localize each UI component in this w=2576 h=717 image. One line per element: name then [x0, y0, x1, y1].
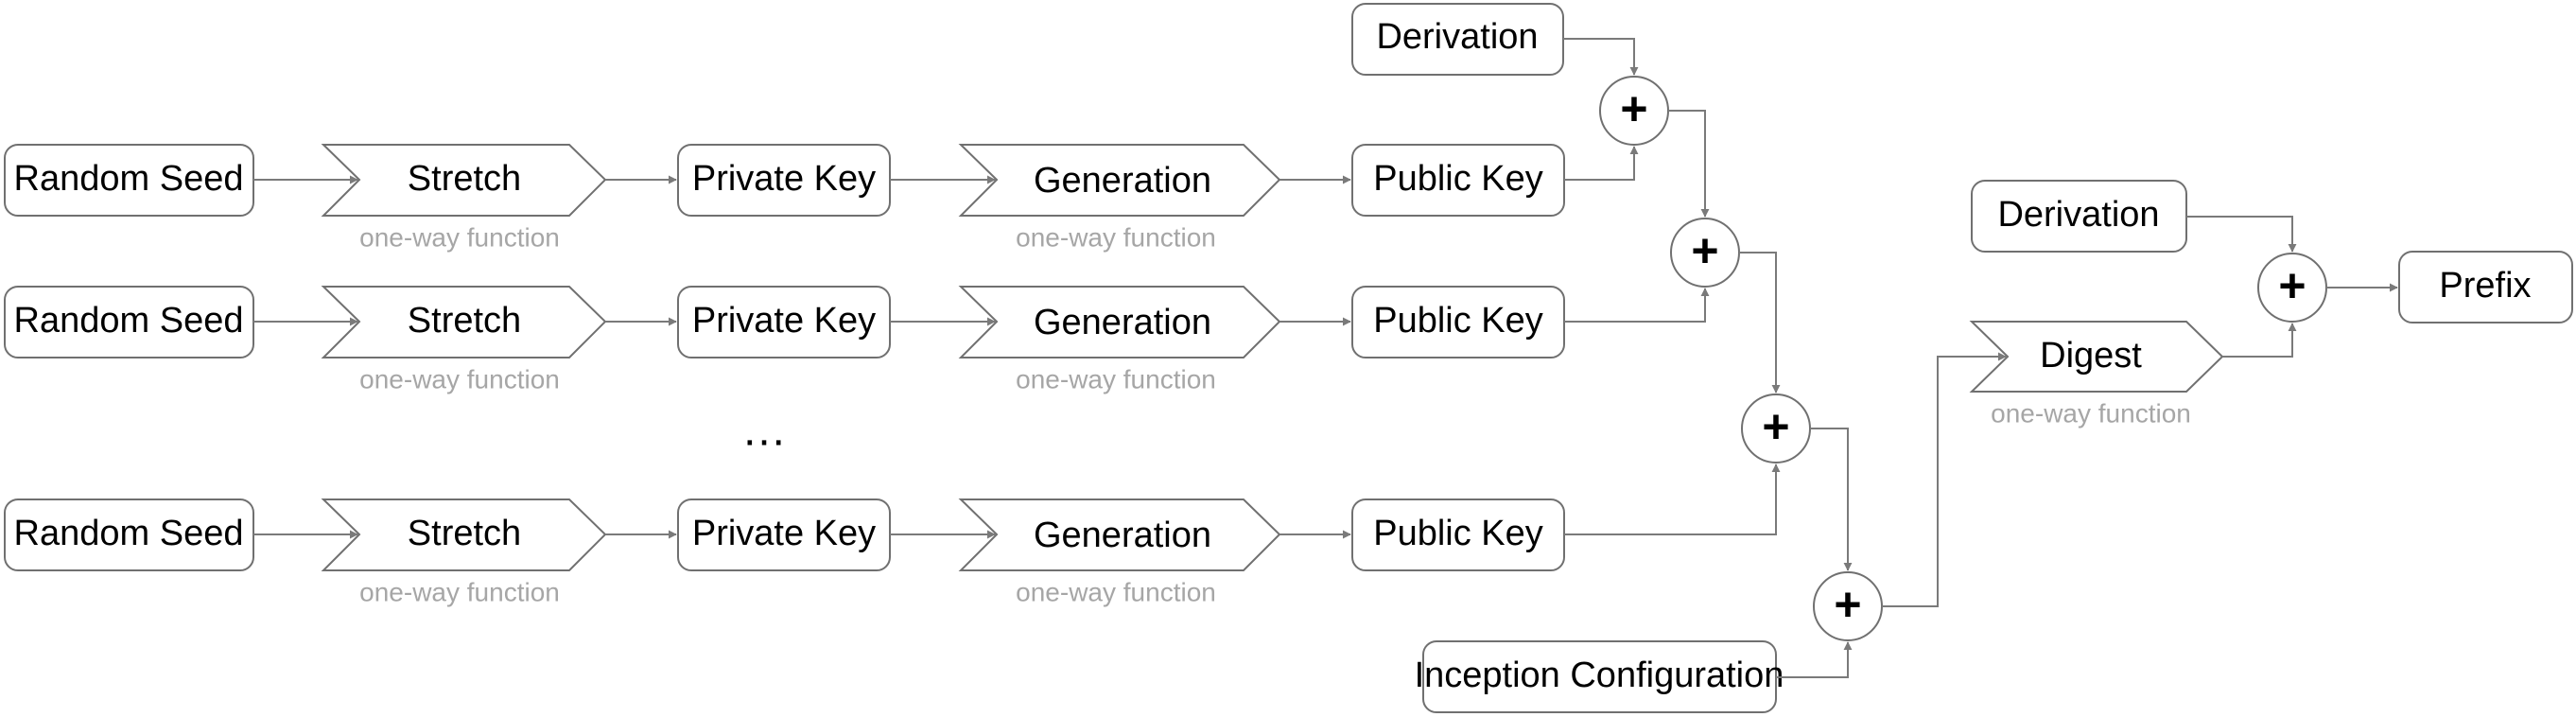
ellipsis: … — [741, 406, 787, 456]
prefix-box: Prefix — [2398, 251, 2573, 324]
private-key-box: Private Key — [677, 144, 891, 217]
combine-node-4: + — [1813, 571, 1883, 641]
arrow-derivation-to-combine-5 — [2186, 216, 2297, 253]
stretch-note: one-way function — [359, 577, 560, 606]
generation-label: Generation — [1034, 303, 1211, 342]
combine-node-1: + — [1599, 76, 1669, 146]
arrow-derivation-to-combine-1 — [1563, 38, 1639, 76]
private-key-box: Private Key — [677, 286, 891, 358]
row-2: Random Seed Stretch one-way function Pri… — [4, 286, 1565, 393]
random-seed-box: Random Seed — [4, 286, 254, 358]
stretch-label: Stretch — [408, 301, 521, 341]
generation-note: one-way function — [1016, 222, 1216, 252]
arrow-public-2-to-combine-2 — [1564, 288, 1710, 323]
random-seed-label: Random Seed — [14, 301, 244, 341]
inception-configuration-box: Inception Configuration — [1415, 640, 1784, 713]
random-seed-label: Random Seed — [14, 514, 244, 553]
random-seed-box: Random Seed — [4, 498, 254, 571]
private-key-label: Private Key — [692, 301, 876, 341]
public-key-box: Public Key — [1351, 498, 1565, 571]
random-seed-label: Random Seed — [14, 159, 244, 199]
inception-configuration-label: Inception Configuration — [1415, 656, 1784, 695]
private-key-label: Private Key — [692, 159, 876, 199]
arrow-combine-3-to-combine-4 — [1810, 428, 1853, 571]
private-key-label: Private Key — [692, 514, 876, 553]
stretch-label: Stretch — [408, 159, 521, 199]
private-key-box: Private Key — [677, 498, 891, 571]
derivation-right-label: Derivation — [1997, 195, 2159, 235]
public-key-box: Public Key — [1351, 286, 1565, 358]
arrow-combine-2-to-combine-3 — [1739, 252, 1781, 393]
arrow-inception-to-combine-4 — [1776, 641, 1853, 678]
generation-label: Generation — [1034, 161, 1211, 201]
combine-node-3: + — [1741, 393, 1811, 463]
derivation-right-box: Derivation — [1971, 180, 2187, 253]
stretch-note: one-way function — [359, 364, 560, 393]
stretch-step: Stretch one-way function — [321, 144, 607, 252]
derivation-top-box: Derivation — [1351, 3, 1564, 76]
generation-step: Generation one-way function — [958, 144, 1281, 252]
public-key-label: Public Key — [1373, 159, 1543, 199]
plus-icon: + — [1620, 82, 1647, 135]
prefix-label: Prefix — [2439, 266, 2531, 306]
plus-icon: + — [1762, 400, 1789, 453]
digest-note: one-way function — [1991, 398, 2191, 428]
arrow-combine-1-to-combine-2 — [1668, 110, 1710, 218]
public-key-label: Public Key — [1373, 514, 1543, 553]
stretch-step: Stretch one-way function — [321, 498, 607, 606]
row-3: Random Seed Stretch one-way function Pri… — [4, 498, 1565, 606]
stretch-step: Stretch one-way function — [321, 286, 607, 393]
generation-step: Generation one-way function — [958, 498, 1281, 606]
plus-icon: + — [2278, 259, 2306, 312]
random-seed-box: Random Seed — [4, 144, 254, 217]
arrow-combine-4-to-digest — [1882, 352, 2007, 607]
row-1: Random Seed Stretch one-way function Pri… — [4, 144, 1565, 252]
arrow-public-3-to-combine-3 — [1564, 463, 1781, 535]
stretch-note: one-way function — [359, 222, 560, 252]
plus-icon: + — [1691, 224, 1718, 277]
generation-label: Generation — [1034, 516, 1211, 555]
arrow-public-1-to-combine-1 — [1564, 146, 1639, 181]
digest-step: Digest one-way function — [1969, 321, 2224, 428]
combine-node-5: + — [2257, 253, 2327, 323]
derivation-top-label: Derivation — [1376, 17, 1538, 57]
generation-step: Generation one-way function — [958, 286, 1281, 393]
generation-note: one-way function — [1016, 577, 1216, 606]
connectors — [253, 38, 2398, 678]
digest-label: Digest — [2040, 336, 2142, 376]
plus-icon: + — [1834, 578, 1861, 631]
public-key-label: Public Key — [1373, 301, 1543, 341]
combine-node-2: + — [1670, 218, 1740, 288]
generation-note: one-way function — [1016, 364, 1216, 393]
public-key-box: Public Key — [1351, 144, 1565, 217]
stretch-label: Stretch — [408, 514, 521, 553]
arrow-digest-to-combine-5 — [2222, 323, 2297, 358]
